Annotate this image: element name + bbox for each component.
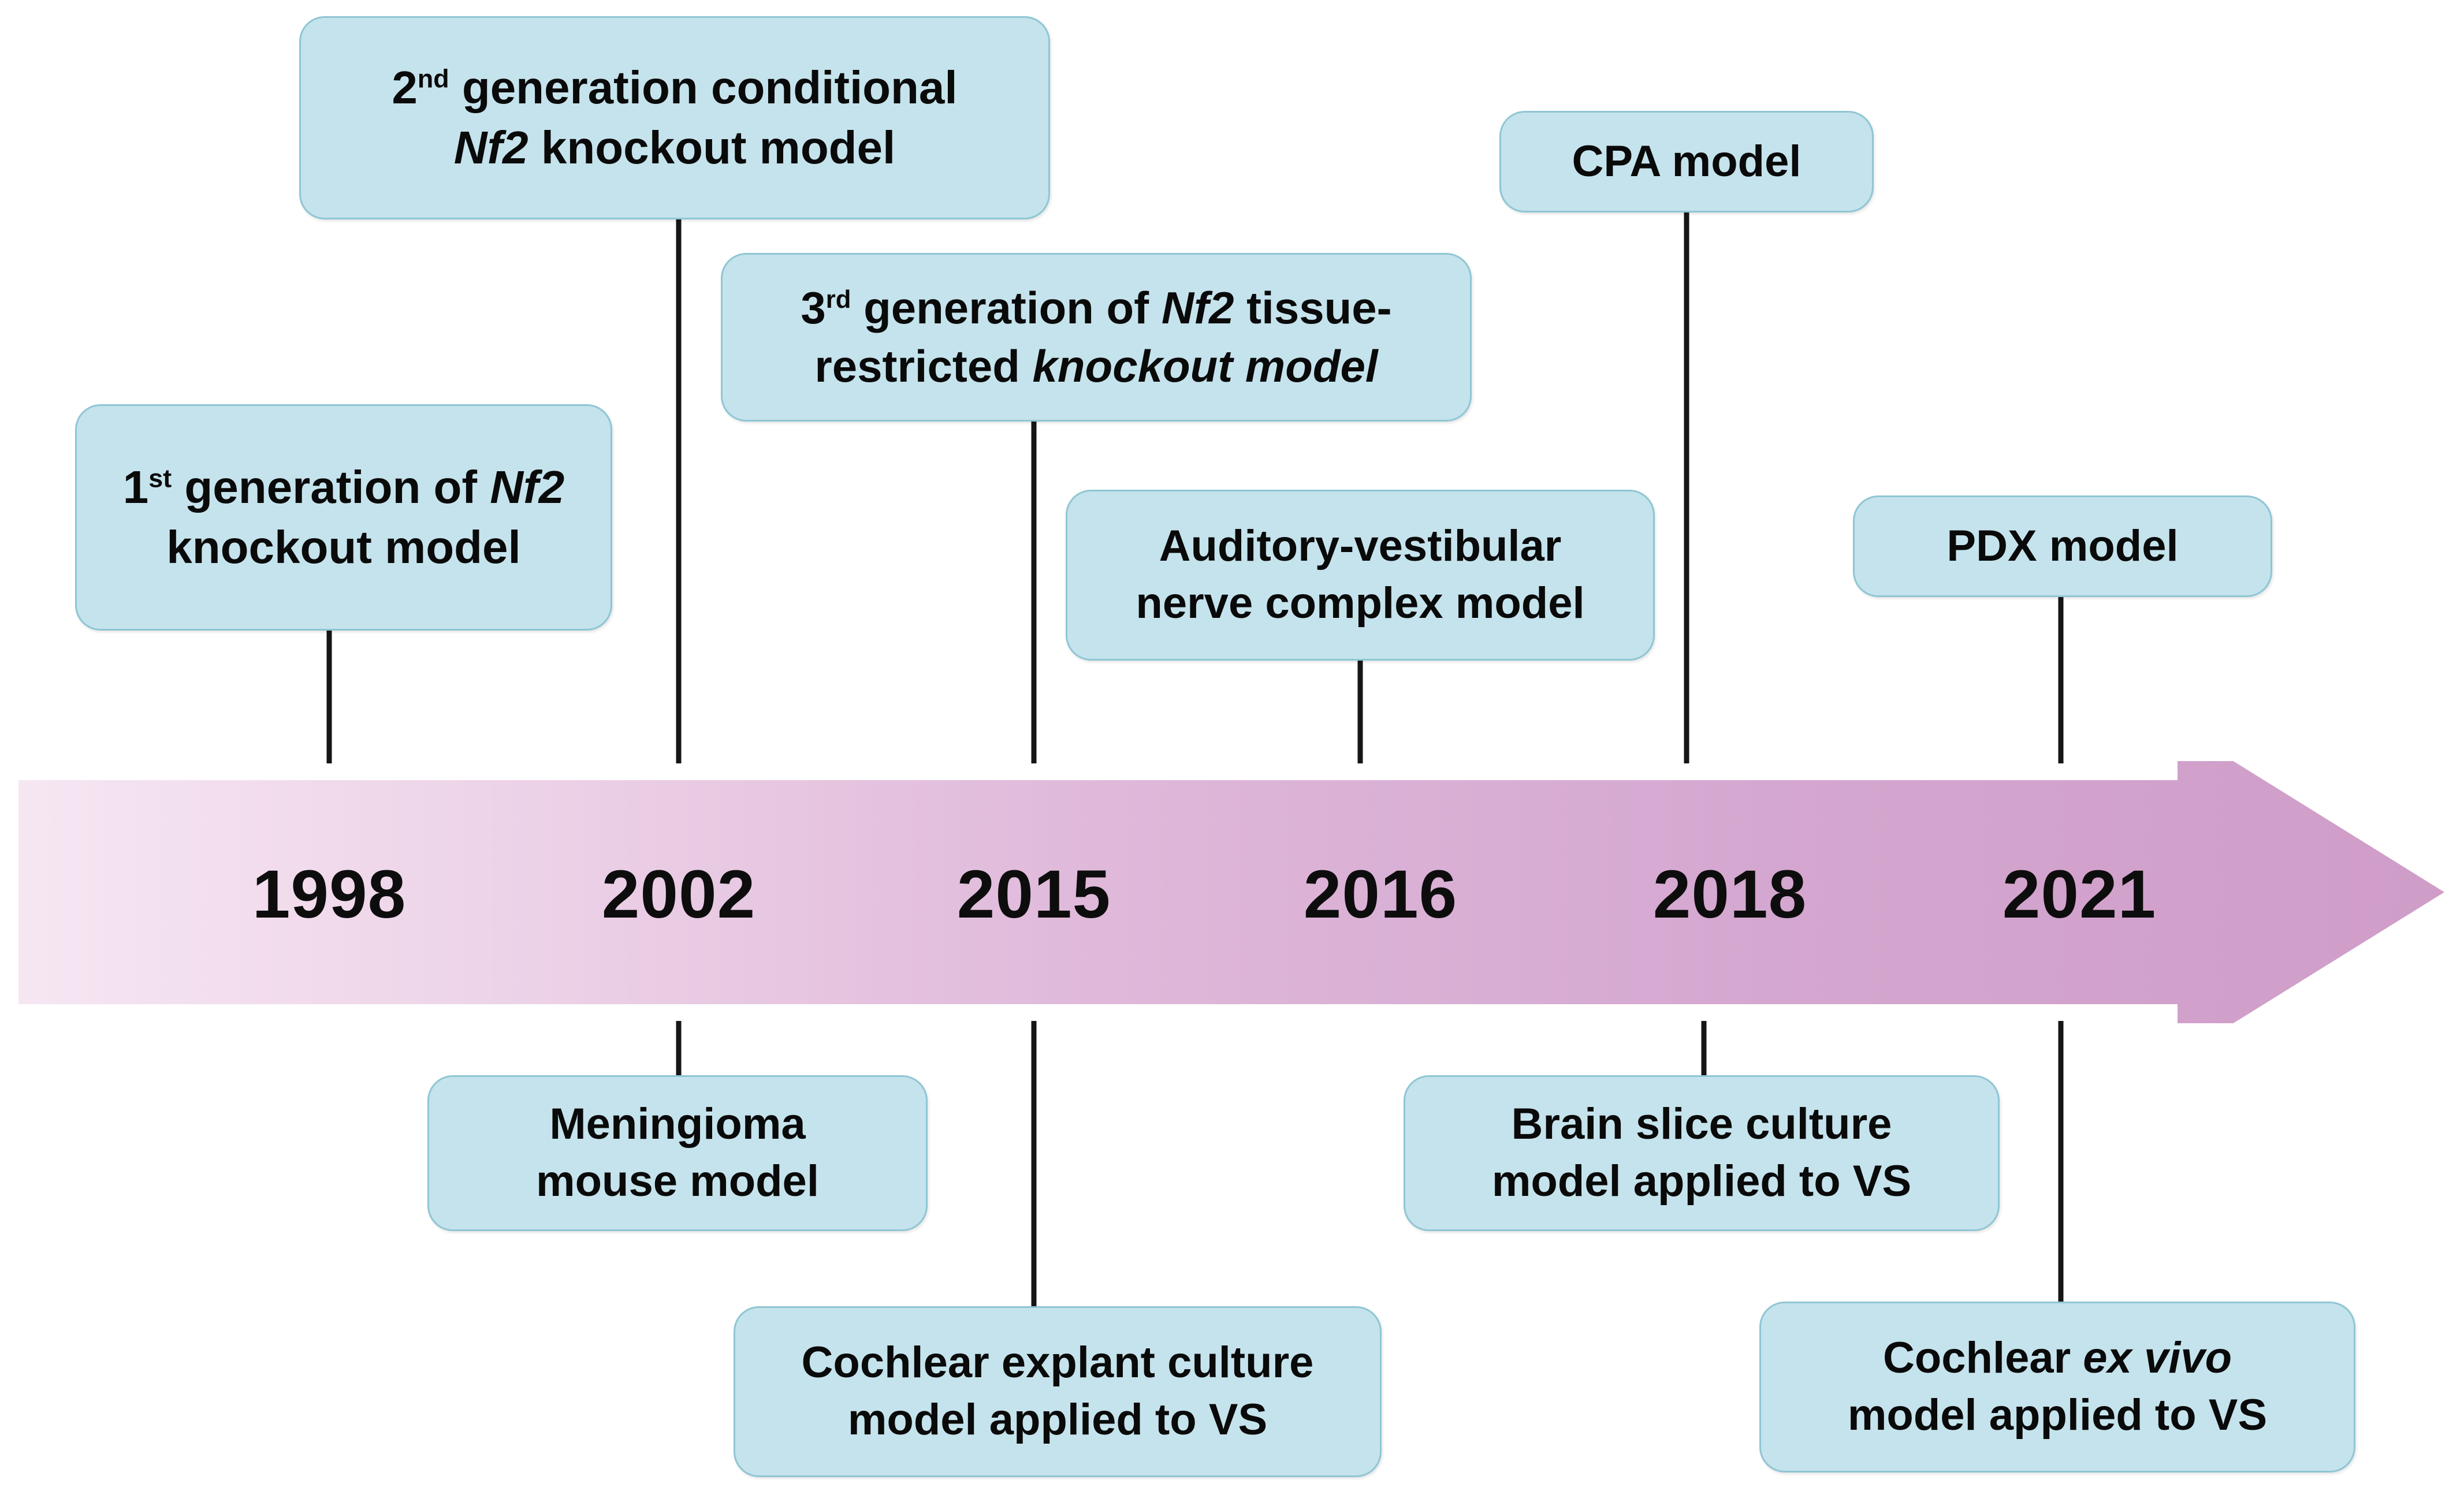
connector-2002-below [676,1021,682,1081]
connector-2015-below [1031,1021,1037,1312]
event-box-text: 3rd generation of Nf2 tissue-restricted … [801,282,1392,392]
connector-2018-above [1684,213,1689,763]
year-label-2021: 2021 [2002,856,2157,933]
timeline-arrow-band [18,761,2444,1023]
connector-1998-above [326,631,332,763]
year-label-2015: 2015 [956,856,1111,933]
event-box-2021-above[interactable]: PDX model [1853,495,2272,597]
event-box-text: PDX model [1946,521,2179,571]
connector-2018-below [1701,1021,1707,1081]
connector-2016-above [1357,661,1363,763]
event-box-2018-above[interactable]: CPA model [1499,111,1874,213]
year-label-1998: 1998 [252,856,407,933]
event-box-text: CPA model [1572,136,1802,186]
event-box-2015-above[interactable]: 3rd generation of Nf2 tissue-restricted … [721,253,1472,422]
connector-2002-above [676,219,682,763]
year-label-2016: 2016 [1303,856,1458,933]
year-label-2018: 2018 [1652,856,1807,933]
year-label-2002: 2002 [601,856,756,933]
connector-2015-above [1031,422,1037,763]
connector-2021-above [2058,597,2064,763]
connector-2021-below [2058,1021,2064,1307]
